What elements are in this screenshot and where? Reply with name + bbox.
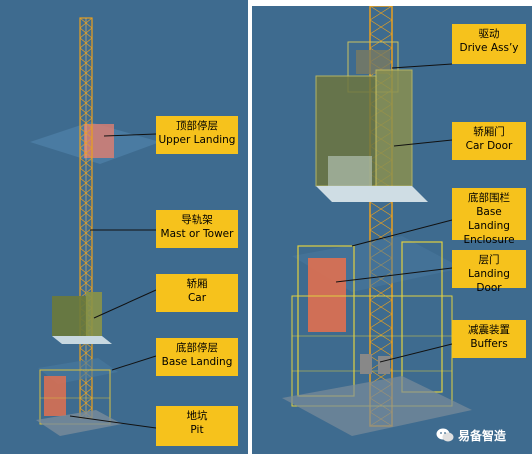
hoist-detail-drawing — [282, 6, 472, 436]
leader-base-landing — [111, 355, 157, 371]
label-zh: 层门 — [478, 254, 500, 266]
callout-drive: 驱动 Drive Ass’y — [452, 24, 526, 64]
right-panel: 驱动 Drive Ass’y 轿厢门 Car Door 底部围栏 Base La… — [252, 6, 532, 454]
base-enclosure-detail — [291, 236, 462, 407]
lattice-brace — [79, 257, 93, 269]
lattice-brace — [79, 277, 93, 289]
lattice-brace — [79, 187, 93, 199]
pit-base — [36, 410, 122, 436]
lattice-brace — [79, 117, 93, 129]
car-cabin — [52, 292, 112, 344]
label-zh: 地坑 — [186, 410, 208, 422]
lattice-brace — [79, 47, 93, 59]
lattice-brace — [79, 107, 93, 119]
lattice-brace — [79, 157, 93, 169]
callout-upper-landing: 顶部停层 Upper Landing — [156, 116, 238, 154]
label-zh: 导轨架 — [181, 214, 213, 226]
lattice-brace — [79, 397, 93, 409]
label-zh: 驱动 — [478, 28, 500, 40]
label-en: Pit — [190, 424, 204, 436]
lattice-brace — [79, 347, 93, 359]
leader-drive — [391, 63, 453, 69]
mast-tower — [79, 17, 93, 419]
label-en: Mast or Tower — [160, 228, 234, 240]
lattice-brace — [369, 201, 393, 217]
lattice-brace — [369, 285, 393, 301]
watermark: 易备智造 — [436, 425, 506, 445]
label-en: Upper Landing — [158, 134, 236, 146]
label-en: Landing Door — [468, 268, 510, 294]
watermark-text: 易备智造 — [458, 428, 507, 443]
label-en-line1: Base Landing — [468, 206, 510, 232]
lattice-brace — [369, 341, 393, 357]
label-en: Car — [187, 292, 207, 304]
lattice-brace — [79, 17, 93, 29]
upper-landing-gate — [84, 124, 114, 158]
callout-mast: 导轨架 Mast or Tower — [156, 210, 238, 248]
lattice-brace — [79, 167, 93, 179]
leader-base-enclosure — [351, 219, 453, 247]
left-panel: 顶部停层 Upper Landing 导轨架 Mast or Tower 轿厢 … — [0, 0, 248, 454]
leader-car-door — [393, 139, 453, 147]
lattice-brace — [79, 147, 93, 159]
hoist-overview-drawing — [30, 17, 160, 436]
label-zh: 顶部停层 — [176, 120, 218, 132]
label-en-line2: Enclosure — [463, 234, 515, 246]
lattice-brace — [79, 247, 93, 259]
leader-landing-door — [335, 267, 453, 283]
label-en: Base Landing — [161, 356, 233, 368]
lattice-brace — [79, 97, 93, 109]
base-slab — [282, 376, 472, 436]
callout-base-landing: 底部停层 Base Landing — [156, 338, 238, 376]
label-zh: 减震装置 — [468, 324, 510, 336]
lattice-brace — [79, 137, 93, 149]
mast-lattice — [79, 17, 93, 419]
lattice-brace — [79, 267, 93, 279]
lattice-brace — [79, 387, 93, 399]
leader-car — [93, 289, 157, 319]
lattice-brace — [79, 37, 93, 49]
label-en: Car Door — [465, 140, 513, 152]
lattice-brace — [369, 299, 393, 315]
callout-landing-door: 层门 Landing Door — [452, 250, 526, 294]
label-en: Buffers — [470, 338, 508, 350]
lattice-brace — [79, 57, 93, 69]
lattice-brace — [79, 27, 93, 39]
callout-car-door: 轿厢门 Car Door — [452, 122, 526, 160]
label-zh: 底部停层 — [176, 342, 218, 354]
callout-base-enclosure: 底部围栏 Base Landing Enclosure — [452, 188, 526, 246]
car-cabin-detail — [315, 69, 428, 202]
leader-upper-landing — [103, 133, 157, 137]
label-zh: 轿厢门 — [473, 126, 505, 138]
lattice-brace — [79, 217, 93, 229]
lattice-brace — [79, 177, 93, 189]
lattice-brace — [369, 215, 393, 231]
callout-car: 轿厢 Car — [156, 274, 238, 312]
lattice-brace — [79, 377, 93, 389]
lattice-brace — [79, 127, 93, 139]
lattice-brace — [79, 77, 93, 89]
lattice-brace — [79, 87, 93, 99]
label-en: Drive Ass’y — [459, 42, 519, 54]
lattice-brace — [369, 19, 393, 35]
lattice-brace — [369, 313, 393, 329]
lattice-brace — [369, 33, 393, 49]
lattice-brace — [369, 6, 393, 21]
callout-buffers: 减震装置 Buffers — [452, 320, 526, 358]
lattice-brace — [79, 207, 93, 219]
lattice-brace — [79, 197, 93, 209]
callout-pit: 地坑 Pit — [156, 406, 238, 446]
lattice-brace — [79, 237, 93, 249]
label-zh: 底部围栏 — [468, 192, 510, 204]
leader-pit — [69, 415, 157, 429]
lattice-brace — [79, 67, 93, 79]
wechat-icon — [436, 428, 454, 442]
leader-buffers — [379, 343, 453, 363]
label-zh: 轿厢 — [186, 278, 208, 290]
lattice-brace — [369, 327, 393, 343]
